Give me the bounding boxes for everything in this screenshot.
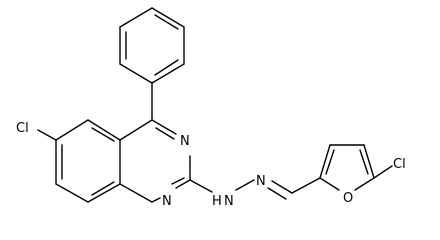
cl-atom-label-1: Cl (16, 121, 29, 136)
cl-bond-2 (373, 165, 393, 179)
cl-atom-label-2: Cl (393, 157, 406, 172)
cl-bond-1 (37, 129, 57, 141)
nitrogen-atom-label-n3: N (180, 134, 190, 149)
nitrogen-atom-label-n1: N (162, 194, 172, 209)
benzo-ring (55, 119, 121, 203)
phenyl-ring (119, 7, 185, 84)
hydrogen-atom-label: H (212, 194, 222, 209)
oxygen-atom-label: O (343, 191, 353, 206)
hydrazone-chain (189, 177, 321, 200)
furan-ring (319, 144, 375, 191)
pyrimidine-ring (119, 119, 191, 203)
nitrogen-atom-label-imine: N (256, 174, 266, 189)
nitrogen-atom-label-nh: N (224, 194, 234, 209)
chemical-structure: Cl N N H N N O Cl (16, 7, 406, 209)
